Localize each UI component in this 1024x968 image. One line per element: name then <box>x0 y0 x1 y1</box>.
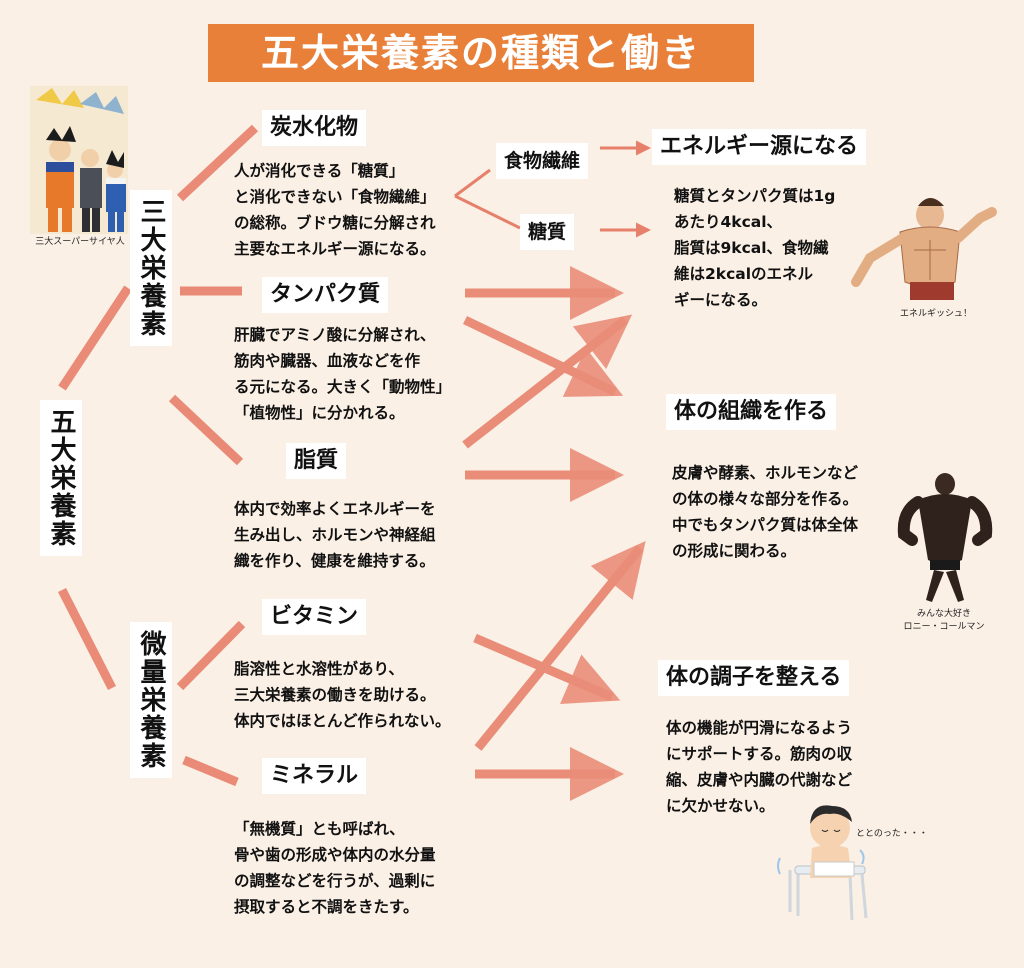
role-label-condition: 体の調子を整える <box>658 660 850 696</box>
nutrient-label-carbs: 炭水化物 <box>262 110 367 146</box>
root-label-five-nutrients: 五大栄養素 <box>40 400 82 556</box>
nutrient-label-vitamin: ビタミン <box>262 599 367 635</box>
bodybuilder-illustration <box>897 473 993 602</box>
caption-ronnie: みんな大好き ロニー・コールマン <box>903 609 985 632</box>
role-label-tissue: 体の組織を作る <box>666 394 837 430</box>
caption-saiyan: 三大スーパーサイヤ人 <box>35 237 125 247</box>
role-desc-tissue: 皮膚や酵素、ホルモンなど の体の様々な部分を作る。 中でもタンパク質は体全体 の… <box>672 464 859 560</box>
caption-energetic: エネルギッシュ！ <box>899 309 972 319</box>
subnutrient-label-sugar: 糖質 <box>520 214 575 250</box>
role-label-energy: エネルギー源になる <box>652 129 867 165</box>
arrow-protein-tissue <box>463 315 624 397</box>
connector-micro-mineral <box>182 755 239 787</box>
nutrient-label-mineral: ミネラル <box>262 758 367 794</box>
nutrient-label-fat: 脂質 <box>286 443 347 479</box>
page-title: 五大栄養素の種類と働き <box>208 24 754 82</box>
nutrient-desc-mineral: 「無機質」とも呼ばれ、 骨や歯の形成や体内の水分量 の調整などを行うが、過剰に … <box>234 820 436 916</box>
connector-macro-carbs <box>176 124 259 202</box>
connector-carbs-fiber <box>454 168 491 198</box>
nutrient-desc-fat: 体内で効率よくエネルギーを 生み出し、ホルモンや神経組 織を作り、健康を維持する… <box>234 500 436 570</box>
caption-totonotta: ととのった・・・ <box>856 829 928 839</box>
subnutrient-label-fiber: 食物繊維 <box>496 143 589 179</box>
arrow-mineral-tissue <box>474 541 646 751</box>
arrow-fat-energy <box>462 314 633 449</box>
role-desc-condition: 体の機能が円滑になるよう にサポートする。筋肉の収 縮、皮膚や内臓の代謝など に… <box>666 719 853 815</box>
connector-micro-vitamin <box>176 620 246 691</box>
connector-carbs-sugar <box>454 194 521 230</box>
nutrient-desc-carbs: 人が消化できる「糖質」 と消化できない「食物繊維」 の総称。ブドウ糖に分解され … <box>234 162 436 258</box>
nutrient-desc-protein: 肝臓でアミノ酸に分解され、 筋肉や臓器、血液などを作 る元になる。大きく「動物性… <box>234 326 452 422</box>
group-label-macronutrients: 三大栄養素 <box>130 190 172 346</box>
energetic-man-illustration <box>851 198 997 300</box>
role-desc-energy: 糖質とタンパク質は1g あたり4kcal、 脂質は9kcal、食物繊 維は2kc… <box>674 187 836 309</box>
nutrient-desc-vitamin: 脂溶性と水溶性があり、 三大栄養素の働きを助ける。 体内ではほとんど作られない。 <box>234 660 451 730</box>
connector-macro-fat <box>168 394 244 466</box>
saiyan-illustration <box>30 86 128 234</box>
connector-root-macro <box>58 285 132 391</box>
relaxing-person-illustration <box>777 805 868 921</box>
nutrient-label-protein: タンパク質 <box>262 277 389 313</box>
connector-root-micro <box>57 587 117 691</box>
group-label-micronutrients: 微量栄養素 <box>130 622 172 778</box>
